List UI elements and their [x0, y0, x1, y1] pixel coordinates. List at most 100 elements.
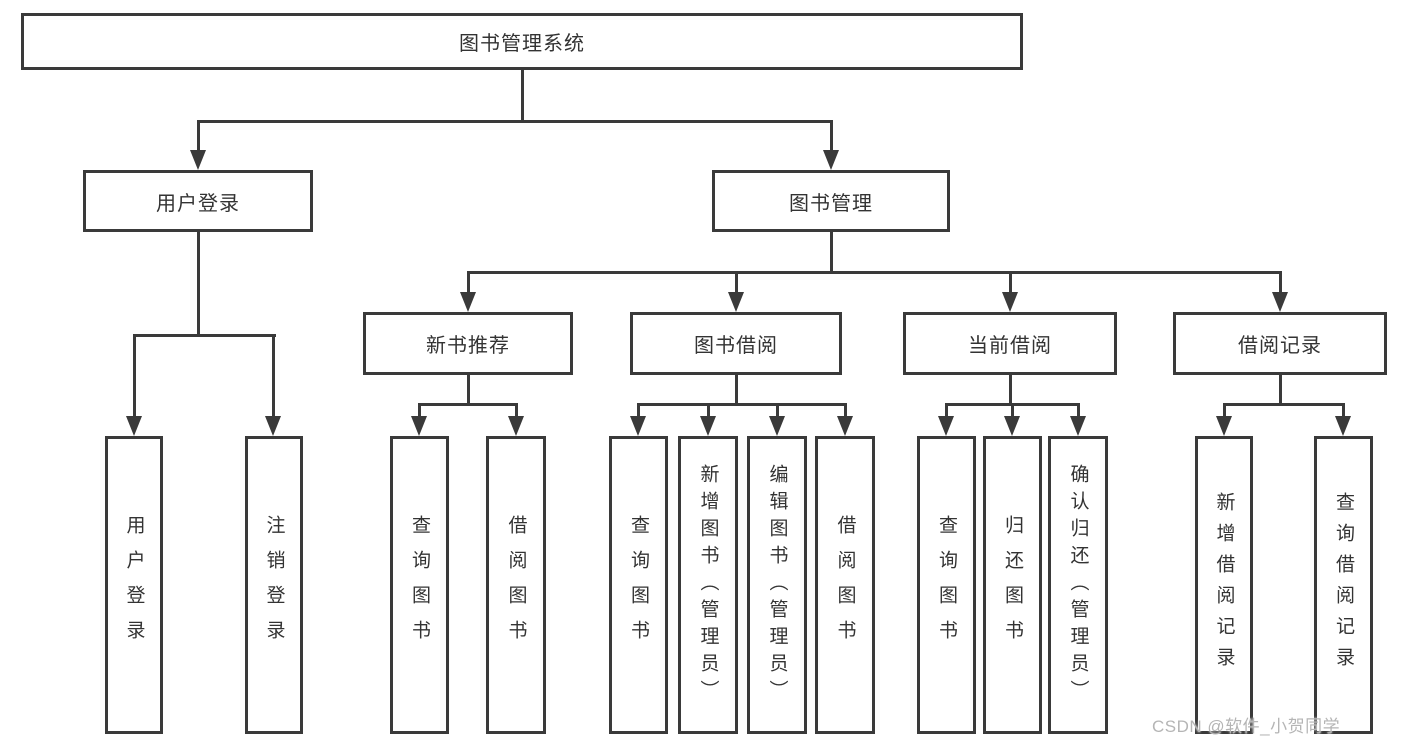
- node-current-borrow-label: 当前借阅: [968, 335, 1052, 357]
- arrow-stem: [1279, 271, 1282, 295]
- connector-user-login-stem: [197, 232, 200, 337]
- node-root-label: 图书管理系统: [459, 33, 585, 55]
- arrow-tip: [126, 416, 142, 436]
- connector-book-borrow-stem: [735, 375, 738, 406]
- leaf-nbr-query-books-label: 查询图书: [409, 515, 430, 655]
- arrow-stem: [272, 334, 275, 419]
- connector-borrow-records-stem: [1279, 375, 1282, 406]
- leaf-bb-add-books-admin: 新增图书（管理员）: [678, 436, 738, 734]
- node-current-borrow: 当前借阅: [903, 312, 1117, 375]
- leaf-bb-edit-books-admin-label: 编辑图书（管理员）: [766, 463, 788, 707]
- node-root: 图书管理系统: [21, 13, 1023, 70]
- arrow-stem: [1342, 403, 1345, 419]
- arrow-down-icon: [728, 271, 745, 312]
- leaf-logout: 注销登录: [245, 436, 303, 734]
- leaf-bb-borrow-books-label: 借阅图书: [834, 515, 856, 655]
- arrow-tip: [938, 416, 954, 436]
- arrow-tip: [1335, 416, 1351, 436]
- connector-current-borrow-stem: [1009, 375, 1012, 406]
- leaf-user-login: 用户登录: [105, 436, 163, 734]
- arrow-tip: [411, 416, 427, 436]
- node-borrow-records: 借阅记录: [1173, 312, 1387, 375]
- leaf-nbr-borrow-books: 借阅图书: [486, 436, 546, 734]
- arrow-down-icon: [823, 120, 840, 170]
- arrow-down-icon: [265, 334, 282, 436]
- csdn-watermark: CSDN @软件_小贺同学: [1152, 717, 1341, 736]
- leaf-br-add-record: 新增借阅记录: [1195, 436, 1253, 734]
- leaf-cb-confirm-return-admin-label: 确认归还（管理员）: [1067, 463, 1089, 707]
- arrow-tip: [630, 416, 646, 436]
- arrow-down-icon: [1216, 403, 1233, 436]
- leaf-logout-label: 注销登录: [263, 515, 285, 655]
- arrow-tip: [700, 416, 716, 436]
- arrow-stem: [830, 120, 833, 153]
- arrow-stem: [844, 403, 847, 419]
- leaf-bb-borrow-books: 借阅图书: [815, 436, 875, 734]
- leaf-bb-add-books-admin-label: 新增图书（管理员）: [697, 463, 719, 707]
- arrow-tip: [460, 292, 476, 312]
- leaf-bb-edit-books-admin: 编辑图书（管理员）: [747, 436, 807, 734]
- leaf-bb-query-books: 查询图书: [609, 436, 668, 734]
- node-book-management-label: 图书管理: [789, 192, 873, 215]
- arrow-tip: [190, 150, 206, 170]
- arrow-stem: [1011, 403, 1014, 419]
- leaf-cb-query-books-label: 查询图书: [936, 515, 957, 655]
- connector-user-login-rail: [133, 334, 276, 337]
- connector-bb-rail: [637, 403, 847, 406]
- arrow-down-icon: [411, 403, 428, 436]
- arrow-stem: [735, 271, 738, 295]
- arrow-down-icon: [837, 403, 854, 436]
- arrow-down-icon: [700, 403, 717, 436]
- connector-br-rail: [1223, 403, 1345, 406]
- node-book-borrow: 图书借阅: [630, 312, 842, 375]
- arrow-down-icon: [630, 403, 647, 436]
- arrow-tip: [508, 416, 524, 436]
- arrow-stem: [515, 403, 518, 419]
- connector-new-book-recommend-stem: [467, 375, 470, 406]
- node-new-book-recommend: 新书推荐: [363, 312, 573, 375]
- arrow-tip: [1216, 416, 1232, 436]
- arrow-stem: [1223, 403, 1226, 419]
- connector-nbr-rail: [418, 403, 518, 406]
- leaf-nbr-borrow-books-label: 借阅图书: [505, 515, 527, 655]
- leaf-br-query-record: 查询借阅记录: [1314, 436, 1373, 734]
- arrow-tip: [265, 416, 281, 436]
- arrow-stem: [467, 271, 470, 295]
- node-book-borrow-label: 图书借阅: [694, 335, 778, 357]
- arrow-down-icon: [190, 120, 207, 170]
- arrow-stem: [1009, 271, 1012, 295]
- arrow-down-icon: [769, 403, 786, 436]
- arrow-tip: [1272, 292, 1288, 312]
- node-user-login: 用户登录: [83, 170, 313, 232]
- node-user-login-label: 用户登录: [156, 192, 240, 215]
- arrow-tip: [1004, 416, 1020, 436]
- arrow-tip: [837, 416, 853, 436]
- arrow-stem: [707, 403, 710, 419]
- arrow-down-icon: [1002, 271, 1019, 312]
- leaf-br-query-record-label: 查询借阅记录: [1333, 492, 1354, 678]
- connector-level2-rail: [197, 120, 833, 123]
- node-book-management: 图书管理: [712, 170, 950, 232]
- arrow-stem: [133, 334, 136, 419]
- leaf-cb-confirm-return-admin: 确认归还（管理员）: [1048, 436, 1108, 734]
- arrow-stem: [1077, 403, 1080, 419]
- arrow-down-icon: [1272, 271, 1289, 312]
- leaf-br-add-record-label: 新增借阅记录: [1213, 492, 1235, 678]
- arrow-stem: [197, 120, 200, 153]
- arrow-down-icon: [1004, 403, 1021, 436]
- arrow-tip: [1002, 292, 1018, 312]
- arrow-down-icon: [938, 403, 955, 436]
- arrow-down-icon: [1335, 403, 1352, 436]
- arrow-tip: [823, 150, 839, 170]
- arrow-stem: [418, 403, 421, 419]
- arrow-stem: [776, 403, 779, 419]
- connector-book-management-stem: [830, 232, 833, 274]
- arrow-down-icon: [508, 403, 525, 436]
- leaf-cb-return-books: 归还图书: [983, 436, 1042, 734]
- arrow-stem: [637, 403, 640, 419]
- node-borrow-records-label: 借阅记录: [1238, 335, 1322, 357]
- connector-level3-rail: [467, 271, 1282, 274]
- leaf-nbr-query-books: 查询图书: [390, 436, 449, 734]
- arrow-tip: [1070, 416, 1086, 436]
- node-new-book-recommend-label: 新书推荐: [426, 335, 510, 357]
